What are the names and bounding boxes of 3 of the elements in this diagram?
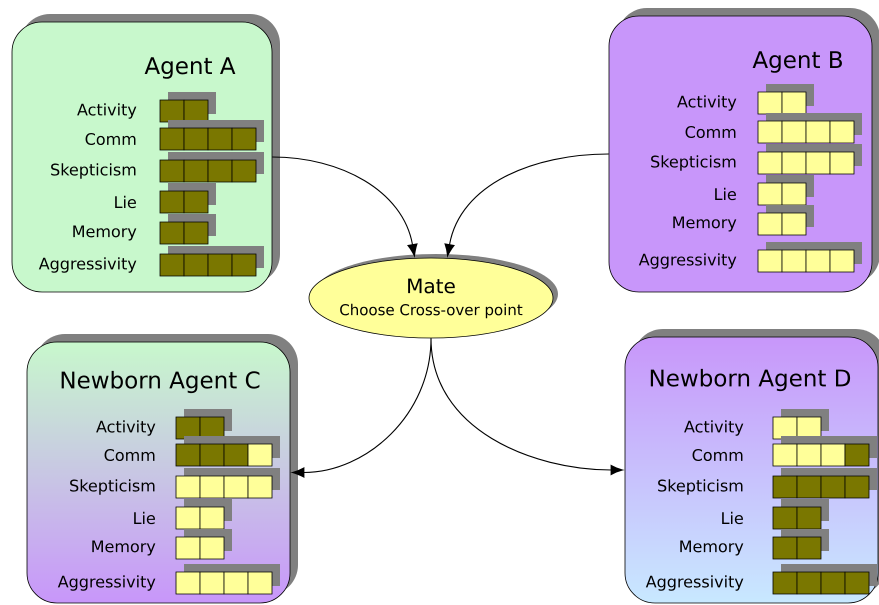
arrow (430, 338, 623, 476)
arrow (444, 153, 609, 256)
arrow (272, 156, 418, 256)
